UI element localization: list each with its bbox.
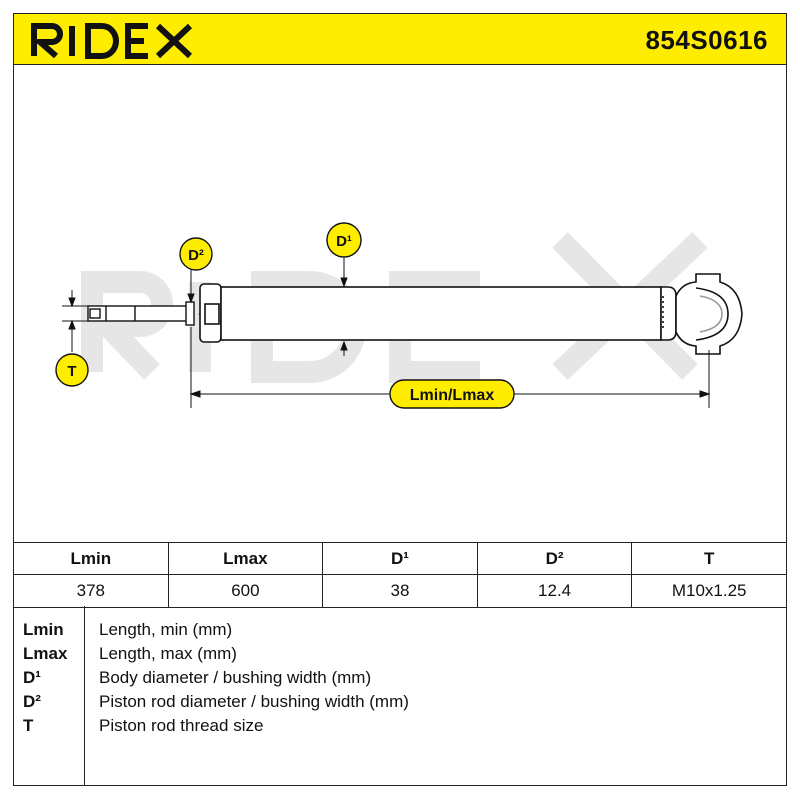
legend-row: Lmax Length, max (mm)	[14, 642, 786, 666]
d1-dimension	[340, 258, 348, 356]
piston-rod	[87, 301, 195, 326]
callout-t: T	[55, 353, 89, 387]
legend-row: D² Piston rod diameter / bushing width (…	[14, 690, 786, 714]
legend: Lmin Length, min (mm) Lmax Length, max (…	[13, 606, 787, 786]
legend-key: D²	[23, 692, 41, 711]
legend-row: D¹ Body diameter / bushing width (mm)	[14, 666, 786, 690]
header-bar: 854S0616	[13, 13, 787, 65]
bushing-eye	[675, 273, 743, 355]
legend-desc: Body diameter / bushing width (mm)	[99, 668, 372, 687]
spec-header-d2: D²	[476, 542, 633, 575]
legend-key: T	[23, 716, 34, 735]
spec-table: Lmin Lmax D¹ D² T 378 600 38 12.4 M10x1.…	[13, 542, 787, 608]
legend-desc: Piston rod thread size	[99, 716, 264, 735]
callout-length: Lmin/Lmax	[389, 379, 515, 409]
spec-value-d1: 38	[322, 574, 478, 608]
spec-header-lmax: Lmax	[167, 542, 324, 575]
drawing-frame	[13, 65, 787, 543]
legend-desc: Length, max (mm)	[99, 644, 237, 663]
callout-t-label: T	[67, 363, 76, 380]
callout-d2-label: D²	[188, 247, 204, 264]
legend-key: Lmax	[23, 644, 68, 663]
shock-body	[199, 283, 677, 343]
legend-key: Lmin	[23, 620, 64, 639]
legend-divider	[84, 606, 85, 785]
spec-value-d2: 12.4	[476, 574, 633, 608]
spec-header-row: Lmin Lmax D¹ D² T	[13, 542, 787, 575]
spec-header-t: T	[631, 542, 787, 575]
spec-value-lmin: 378	[13, 574, 169, 608]
t-dimension	[62, 290, 92, 352]
callout-d1: D¹	[326, 222, 362, 258]
part-number: 854S0616	[645, 25, 768, 55]
legend-row: Lmin Length, min (mm)	[14, 618, 786, 642]
spec-header-d1: D¹	[322, 542, 478, 575]
legend-desc: Piston rod diameter / bushing width (mm)	[99, 692, 409, 711]
legend-row: T Piston rod thread size	[14, 714, 786, 738]
ridex-logo	[31, 23, 193, 59]
spec-value-t: M10x1.25	[631, 574, 787, 608]
legend-desc: Length, min (mm)	[99, 620, 233, 639]
callout-length-label: Lmin/Lmax	[410, 387, 495, 404]
callout-d1-label: D¹	[336, 233, 352, 250]
legend-key: D¹	[23, 668, 41, 687]
spec-header-lmin: Lmin	[13, 542, 169, 575]
spec-value-lmax: 600	[167, 574, 324, 608]
spec-value-row: 378 600 38 12.4 M10x1.25	[13, 574, 787, 608]
callout-d2: D²	[179, 237, 213, 271]
